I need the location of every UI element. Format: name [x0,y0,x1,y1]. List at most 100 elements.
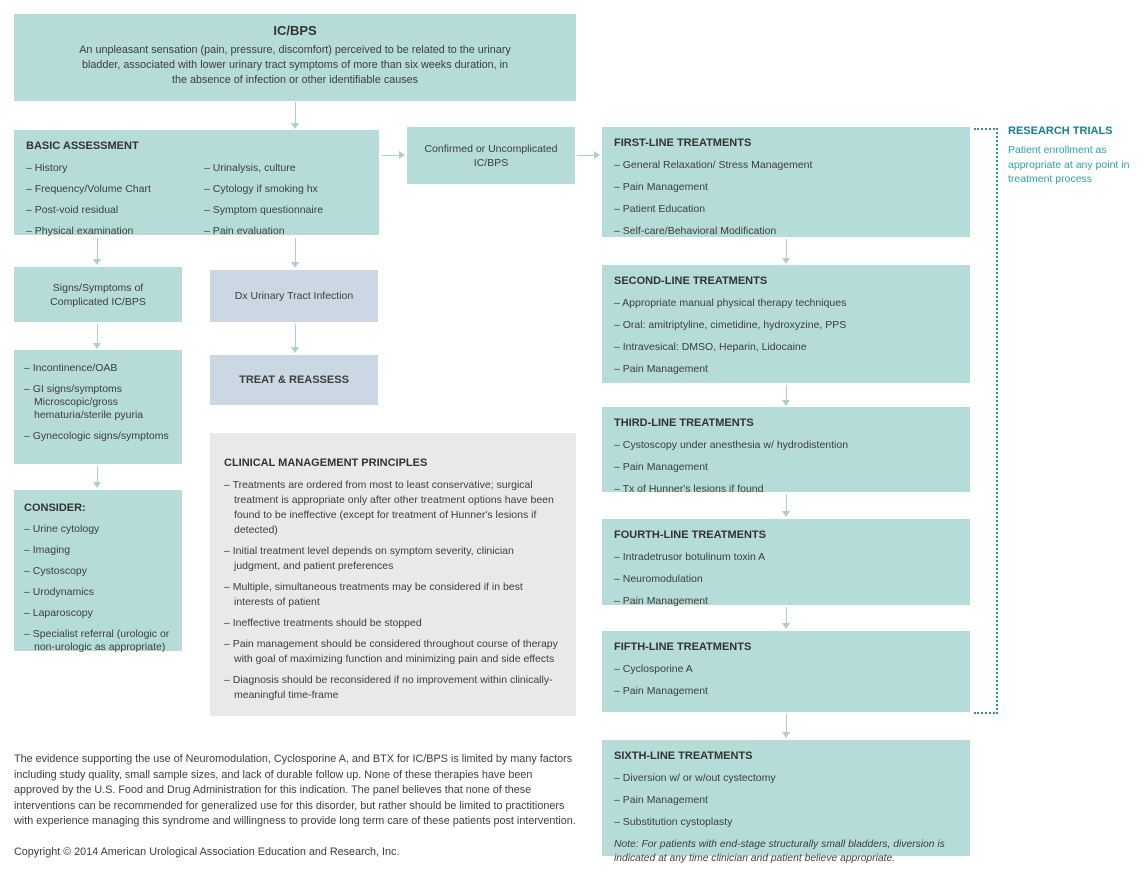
list-item: – Multiple, simultaneous treatments may … [224,581,523,608]
list-item: – Pain Management [614,461,708,473]
basic-assessment-box: BASIC ASSESSMENT – History – Frequency/Vo… [14,130,379,238]
arrow-down-icon [290,102,300,129]
basic-assessment-col2: – Urinalysis, culture – Cytology if smoki… [204,154,367,238]
basic-assessment-columns: – History – Frequency/Volume Chart – Post-… [26,154,367,238]
treatment-items: – Appropriate manual physical therapy te… [614,297,958,376]
research-trials: RESEARCH TRIALS Patient enrollment as ap… [1008,125,1142,187]
box-title: BASIC ASSESSMENT [26,140,139,152]
box-title: SIXTH-LINE TREATMENTS [614,750,753,762]
list-item: – Tx of Hunner's lesions if found [614,483,764,495]
icbps-definition-text: An unpleasant sensation (pain, pressure,… [79,44,511,86]
list-item: – Physical examination [26,225,134,237]
list-item: – Imaging [24,544,71,556]
list-item: – Pain evaluation [204,225,285,237]
arrow-down-icon [781,239,791,264]
second-line-treatments-box: SECOND-LINE TREATMENTS – Appropriate man… [602,265,970,383]
list-item: – Pain Management [614,363,708,375]
confirmed-uncomplicated-box: Confirmed or Uncomplicated IC/BPS [407,127,575,184]
list-item: – History [26,162,68,174]
arrow-down-icon [92,238,102,265]
consider-list: – Urine cytology – Imaging – Cystoscopy – U… [24,523,172,654]
list-item: – Treatments are ordered from most to le… [224,479,554,536]
list-item: – Initial treatment level depends on sym… [224,545,514,572]
arrow-down-icon [92,324,102,349]
arrow-down-icon [781,607,791,629]
list-item: – Self-care/Behavioral Modification [614,225,777,237]
arrow-right-icon [577,150,600,160]
third-line-treatments-box: THIRD-LINE TREATMENTS – Cystoscopy under… [602,407,970,495]
list-item: – Pain Management [614,181,708,193]
list-item: – Cystoscopy [24,565,88,577]
diagram-title: IC/BPS [273,23,317,38]
fourth-line-treatments-box: FOURTH-LINE TREATMENTS – Intradetrusor b… [602,519,970,608]
list-item: – Patient Education [614,203,706,215]
list-item: – Urinalysis, culture [204,162,296,174]
principles-list: – Treatments are ordered from most to le… [224,478,560,703]
copyright-text: Copyright © 2014 American Urological Ass… [14,846,400,858]
treatment-items: – Intradetrusor botulinum toxin A – Neuro… [614,551,958,608]
treatment-items: – Cyclosporine A – Pain Management [614,663,958,698]
complicated-findings-list: – Incontinence/OAB – GI signs/symptoms Mi… [24,362,172,443]
list-item: – Oral: amitriptyline, cimetidine, hydro… [614,319,847,331]
first-line-treatments-box: FIRST-LINE TREATMENTS – General Relaxati… [602,127,970,237]
box-title: FOURTH-LINE TREATMENTS [614,529,766,541]
list-item: – Pain Management [614,595,708,607]
research-trials-title: RESEARCH TRIALS [1008,125,1113,137]
arrow-down-icon [781,385,791,406]
list-item: – Intravesical: DMSO, Heparin, Lidocaine [614,341,807,353]
box-title: THIRD-LINE TREATMENTS [614,417,754,429]
sixth-line-treatments-box: SIXTH-LINE TREATMENTS – Diversion w/ or … [602,740,970,864]
treatment-items: – Diversion w/ or w/out cystectomy – Pain… [614,772,958,829]
list-item: – Post-void residual [26,204,119,216]
list-item: – Pain management should be considered t… [224,638,558,665]
research-trials-bracket [974,128,998,714]
fifth-line-treatments-box: FIFTH-LINE TREATMENTS – Cyclosporine A– … [602,631,970,712]
list-item: – Laparoscopy [24,607,93,619]
icbps-definition-box: IC/BPS An unpleasant sensation (pain, pr… [14,14,576,101]
list-item: – GI signs/symptoms Microscopic/gross he… [24,383,144,421]
arrow-down-icon [290,238,300,268]
list-item: – Intradetrusor botulinum toxin A [614,551,766,563]
list-item: – Symptom questionnaire [204,204,324,216]
signs-symptoms-complicated-box: Signs/Symptoms of Complicated IC/BPS [14,267,182,322]
box-title: CONSIDER: [24,502,86,514]
list-item: – Incontinence/OAB [24,362,118,374]
treatment-items: – Cystoscopy under anesthesia w/ hydrodi… [614,439,958,496]
list-item: – Specialist referral (urologic or non-u… [24,628,170,653]
box-title: FIRST-LINE TREATMENTS [614,137,752,149]
clinical-management-principles-box: CLINICAL MANAGEMENT PRINCIPLES – Treatme… [210,433,576,716]
list-item: – Pain Management [614,794,708,806]
list-item: – Cytology if smoking hx [204,183,318,195]
list-item: – Cystoscopy under anesthesia w/ hydrodi… [614,439,849,451]
list-item: – Gynecologic signs/symptoms [24,430,169,442]
box-title: CLINICAL MANAGEMENT PRINCIPLES [224,457,428,469]
list-item: – Cyclosporine A [614,663,693,675]
list-item: – Diversion w/ or w/out cystectomy [614,772,776,784]
list-item: – Pain Management [614,685,708,697]
basic-assessment-col1: – History – Frequency/Volume Chart – Post-… [26,154,204,238]
arrow-down-icon [781,494,791,517]
list-item: – Diagnosis should be reconsidered if no… [224,674,553,701]
complicated-findings-box: – Incontinence/OAB – GI signs/symptoms Mi… [14,350,182,464]
list-item: – Urodynamics [24,586,95,598]
arrow-right-icon [382,150,405,160]
evidence-paragraph: The evidence supporting the use of Neuro… [14,753,576,827]
arrow-down-icon [92,466,102,488]
consider-box: CONSIDER: – Urine cytology – Imaging – Cys… [14,490,182,654]
list-item: – General Relaxation/ Stress Management [614,159,813,171]
list-item: – Appropriate manual physical therapy te… [614,297,847,309]
dx-urinary-tract-infection-box: Dx Urinary Tract Infection [210,270,378,322]
arrow-down-icon [781,714,791,738]
list-item: – Ineffective treatments should be stopp… [224,617,422,629]
sixth-line-note: Note: For patients with end-stage struct… [614,839,945,864]
arrow-down-icon [290,324,300,353]
list-item: – Urine cytology [24,523,100,535]
list-item: – Substitution cystoplasty [614,816,733,828]
box-title: SECOND-LINE TREATMENTS [614,275,768,287]
list-item: – Frequency/Volume Chart [26,183,151,195]
treat-reassess-box: TREAT & REASSESS [210,355,378,405]
research-trials-text: Patient enrollment as appropriate at any… [1008,144,1130,185]
list-item: – Neuromodulation [614,573,703,585]
treatment-items: – General Relaxation/ Stress Management –… [614,159,958,238]
